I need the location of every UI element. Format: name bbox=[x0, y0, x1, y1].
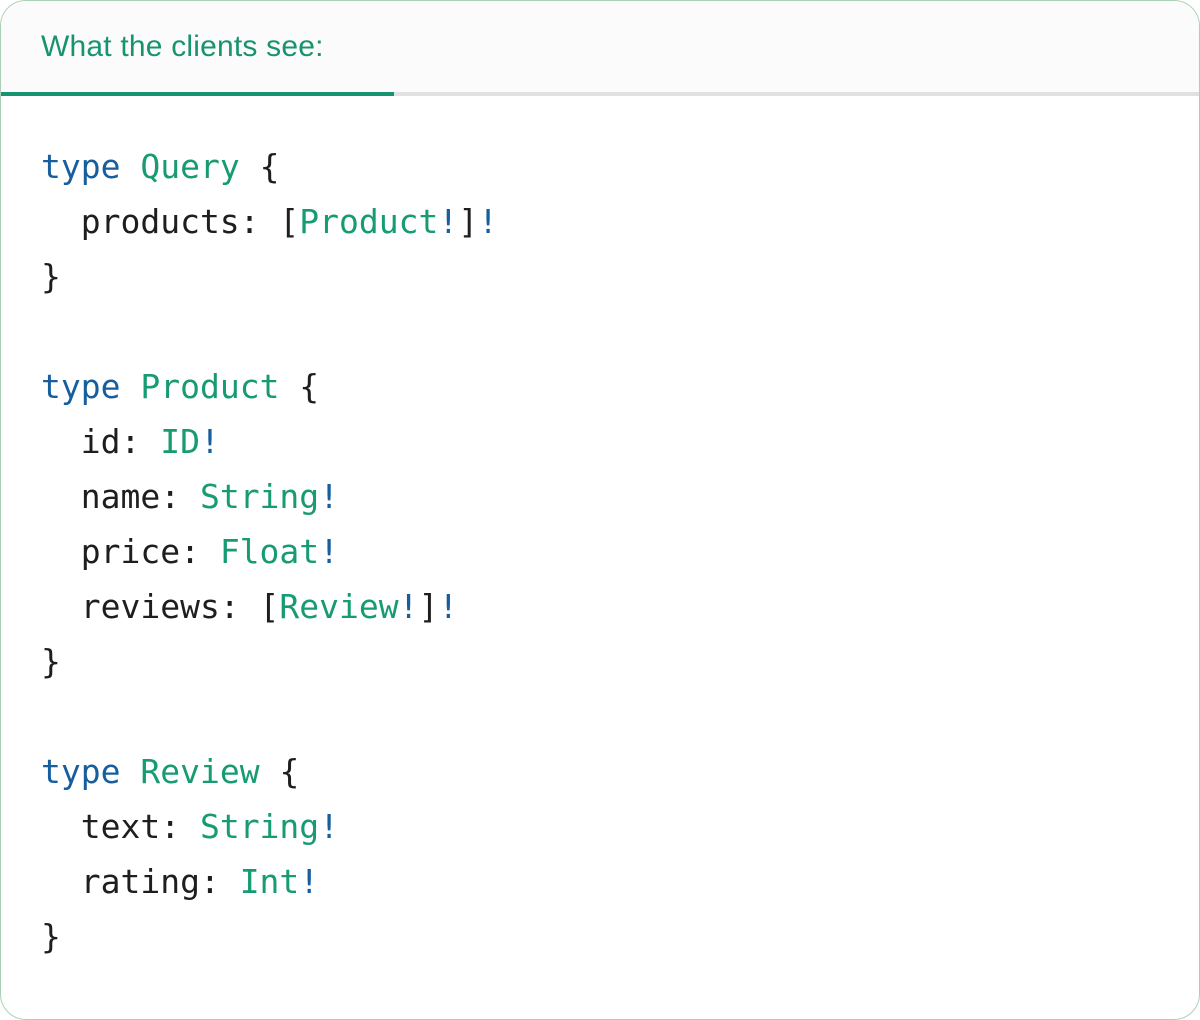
code-token-plain: { bbox=[259, 752, 300, 791]
code-token-keyword: type bbox=[41, 752, 121, 791]
code-token-keyword: ! bbox=[319, 807, 340, 846]
code-token-typename: Float bbox=[219, 532, 320, 571]
code-token-typename: String bbox=[199, 477, 320, 516]
code-line: type Product { bbox=[41, 359, 1159, 414]
code-line bbox=[41, 304, 1159, 359]
code-token-plain: } bbox=[41, 917, 61, 956]
code-token-plain: reviews: [ bbox=[41, 587, 280, 626]
code-token-keyword: ! bbox=[199, 422, 220, 461]
code-line bbox=[41, 689, 1159, 744]
code-token-plain: { bbox=[279, 367, 320, 406]
code-line: name: String! bbox=[41, 469, 1159, 524]
code-token-keyword: ! bbox=[478, 202, 498, 241]
code-token-typename: ID bbox=[160, 422, 200, 461]
code-token-keyword: ! bbox=[319, 477, 340, 516]
code-token-plain: price: bbox=[41, 532, 220, 571]
code-token-typename: Review bbox=[140, 752, 260, 791]
code-token-keyword: type bbox=[41, 367, 121, 406]
code-token-plain: { bbox=[239, 147, 280, 186]
code-token-typename: Query bbox=[140, 147, 240, 186]
code-token-plain: products: [ bbox=[41, 202, 300, 241]
code-token-keyword: ! bbox=[438, 202, 459, 241]
code-token-keyword: ! bbox=[319, 532, 340, 571]
code-token-plain: ] bbox=[458, 202, 479, 241]
code-line: reviews: [Review!]! bbox=[41, 579, 1159, 634]
graphql-schema-code: type Query { products: [Product!]!} type… bbox=[1, 96, 1199, 964]
code-token-plain: id: bbox=[41, 422, 161, 461]
code-line: } bbox=[41, 249, 1159, 304]
code-token-keyword: ! bbox=[438, 587, 459, 626]
code-token-plain: ] bbox=[418, 587, 439, 626]
code-line: type Review { bbox=[41, 744, 1159, 799]
code-line: } bbox=[41, 634, 1159, 689]
code-line: rating: Int! bbox=[41, 854, 1159, 909]
code-token-plain: text: bbox=[41, 807, 200, 846]
code-token-plain: } bbox=[41, 257, 61, 296]
code-token-typename: Product bbox=[140, 367, 280, 406]
code-token-typename: Int bbox=[239, 862, 300, 901]
code-token-typename: Product bbox=[299, 202, 439, 241]
code-token-plain bbox=[120, 367, 140, 406]
code-line: type Query { bbox=[41, 139, 1159, 194]
code-token-plain: rating: bbox=[41, 862, 240, 901]
code-token-plain bbox=[120, 752, 140, 791]
tab-bar: What the clients see: bbox=[1, 1, 1199, 96]
code-line: text: String! bbox=[41, 799, 1159, 854]
code-token-plain: name: bbox=[41, 477, 200, 516]
code-line: } bbox=[41, 909, 1159, 964]
tab-label: What the clients see: bbox=[41, 29, 324, 63]
tab-what-clients-see[interactable]: What the clients see: bbox=[1, 1, 394, 96]
code-token-keyword: ! bbox=[398, 587, 419, 626]
code-line: products: [Product!]! bbox=[41, 194, 1159, 249]
code-line: price: Float! bbox=[41, 524, 1159, 579]
code-token-typename: String bbox=[199, 807, 320, 846]
code-token-plain: } bbox=[41, 642, 61, 681]
code-line: id: ID! bbox=[41, 414, 1159, 469]
code-token-keyword: type bbox=[41, 147, 121, 186]
code-token-keyword: ! bbox=[299, 862, 320, 901]
code-token-typename: Review bbox=[279, 587, 399, 626]
code-token-plain bbox=[120, 147, 140, 186]
